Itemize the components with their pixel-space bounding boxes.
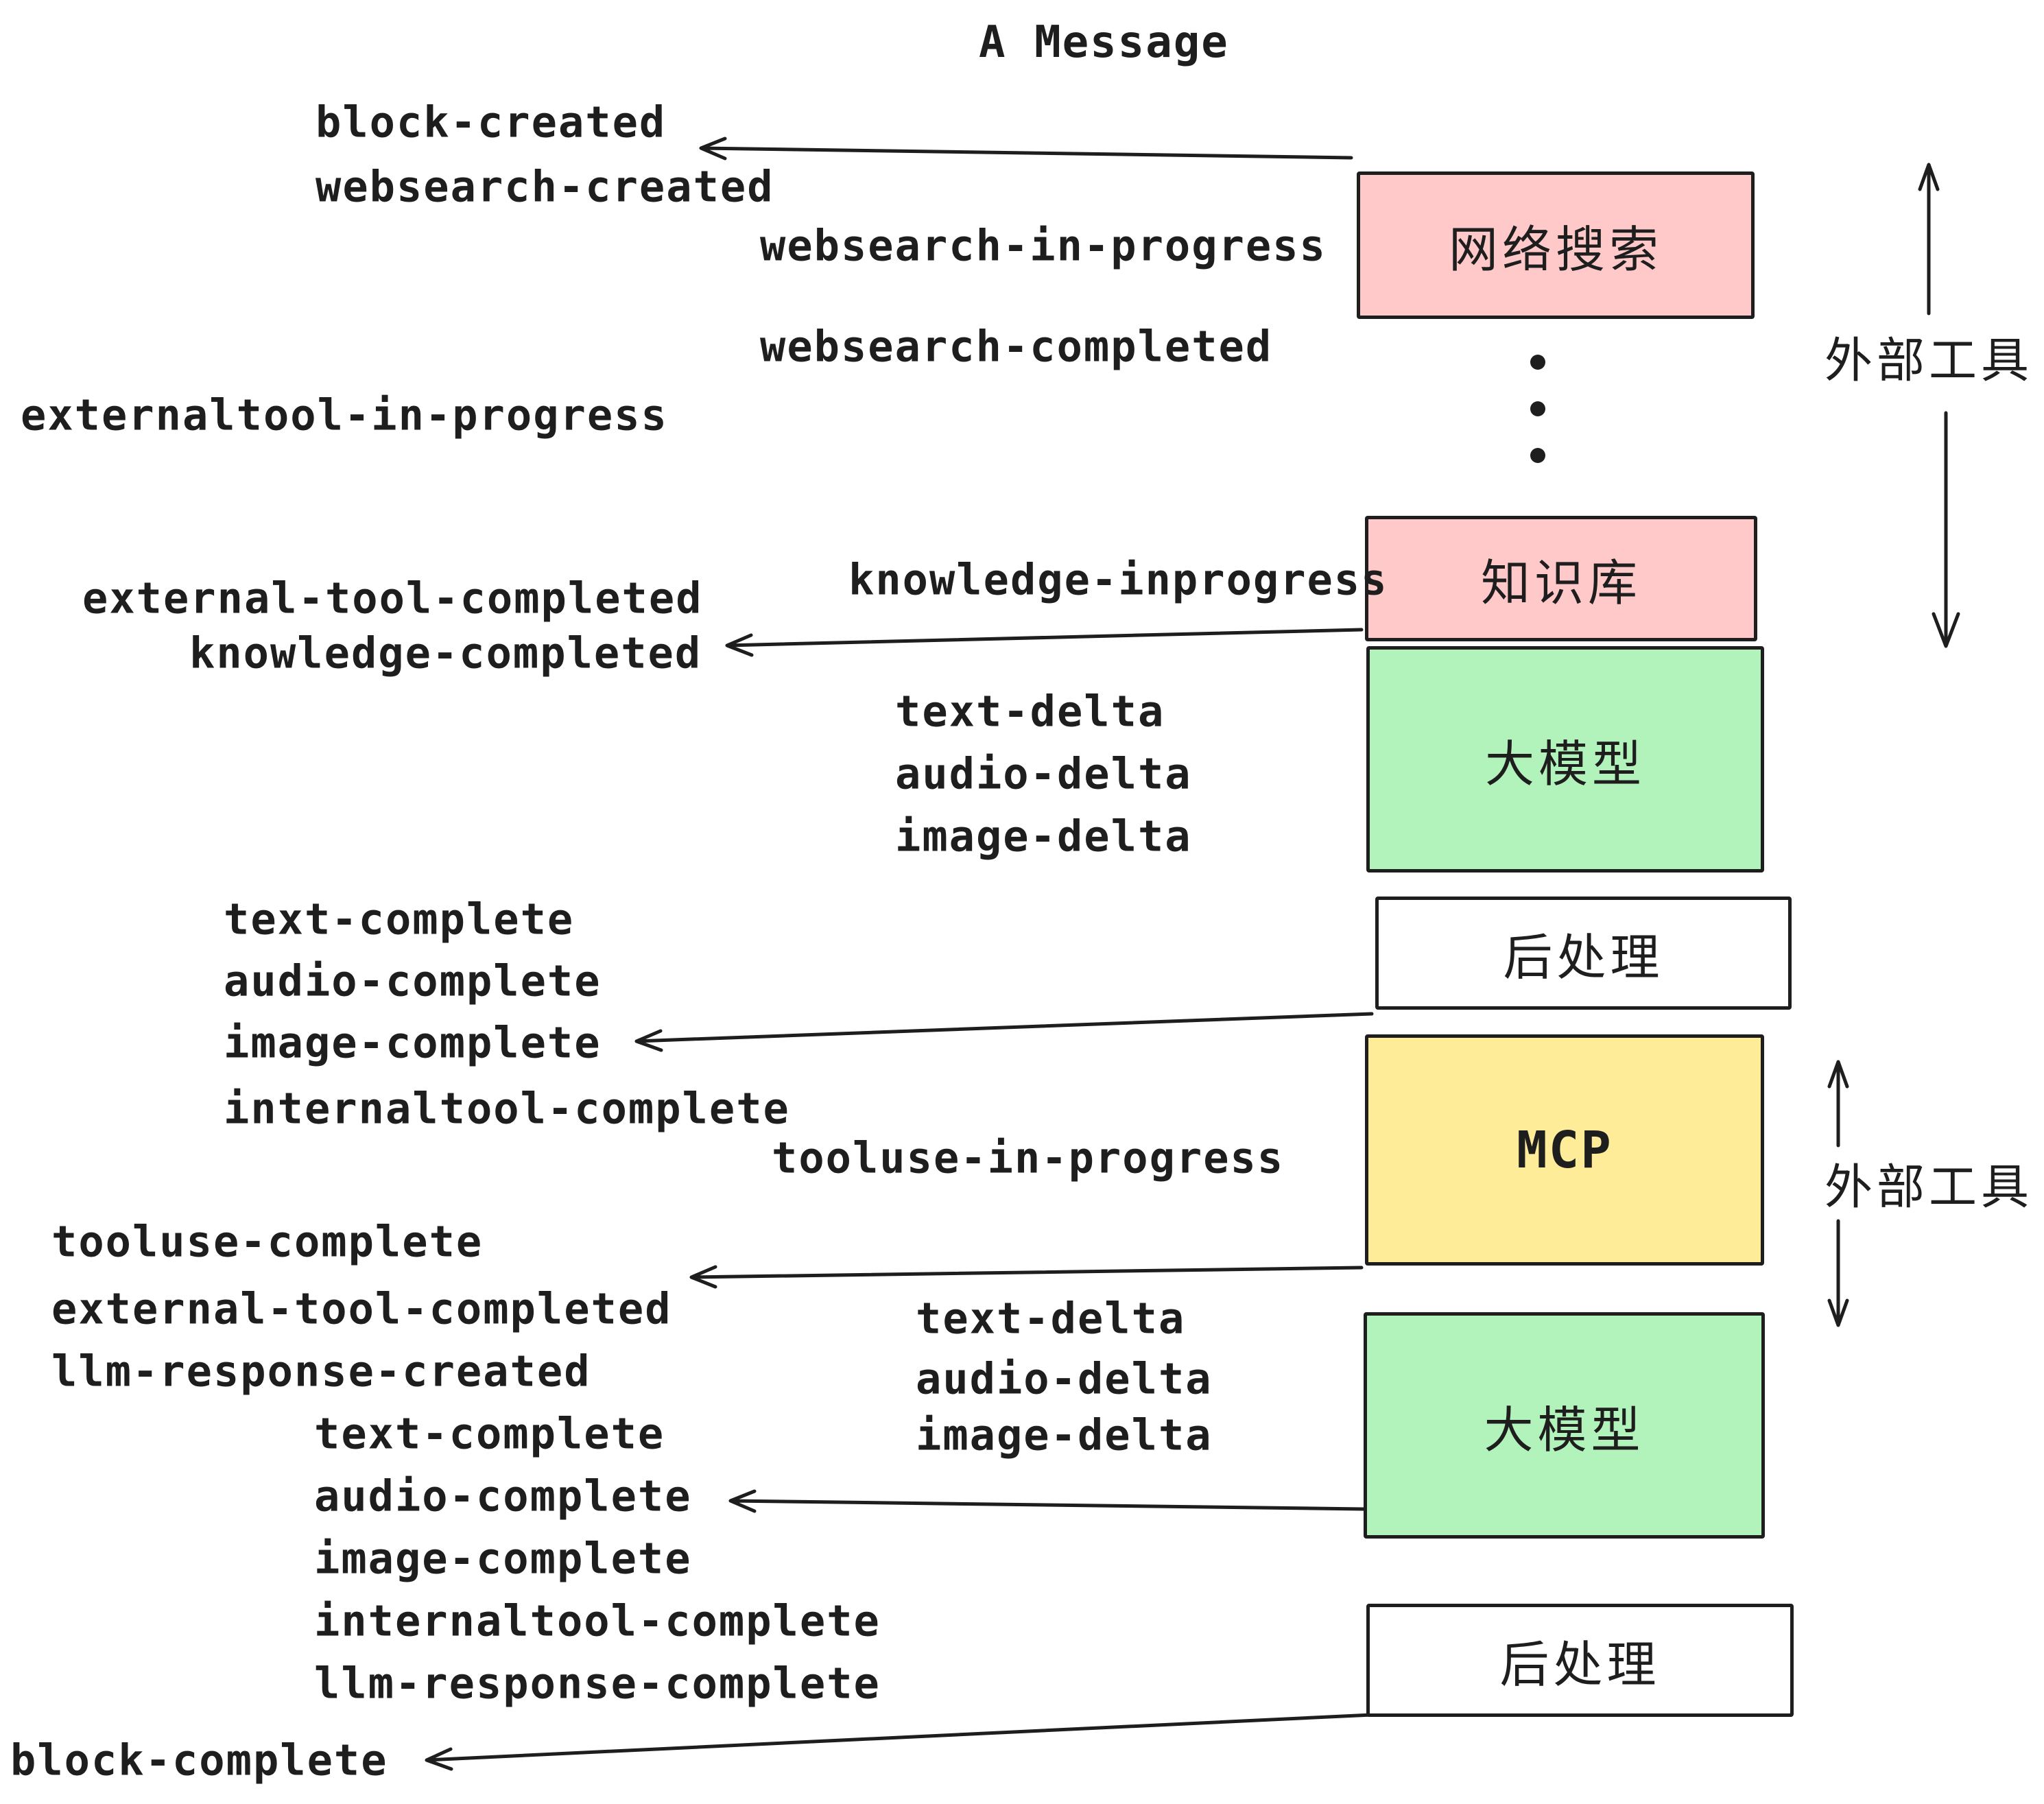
event-audio-complete-2: audio-complete [314, 1471, 692, 1521]
arrow-block-created [699, 137, 1353, 161]
event-text-delta-1: text-delta [895, 686, 1165, 737]
event-external-tool-completed-1: external-tool-completed [82, 573, 703, 624]
arrow-image-complete [634, 1012, 1374, 1052]
box-llm-2-label: 大模型 [1484, 1401, 1645, 1459]
event-audio-complete-1: audio-complete [224, 956, 602, 1006]
box-knowledge-label: 知识库 [1480, 554, 1641, 612]
arrow-external-tools-down-2 [1827, 1219, 1849, 1327]
event-external-tool-completed-2: external-tool-completed [51, 1283, 672, 1334]
event-image-delta-1: image-delta [895, 811, 1192, 862]
event-text-delta-2: text-delta [916, 1293, 1186, 1344]
box-postprocess-2: 后处理 [1366, 1604, 1794, 1717]
event-knowledge-completed: knowledge-completed [189, 628, 702, 678]
external-tools-annotation-2: 外部工具 [1825, 1159, 2033, 1215]
box-llm-2: 大模型 [1364, 1312, 1765, 1539]
event-audio-delta-1: audio-delta [895, 748, 1192, 799]
arrow-audio-complete [728, 1489, 1366, 1513]
event-tooluse-in-progress: tooluse-in-progress [772, 1132, 1285, 1183]
box-postprocess-2-label: 后处理 [1499, 1636, 1661, 1694]
diagram-title: A Message [979, 17, 1229, 68]
arrow-external-tools-up-1 [1918, 163, 1940, 316]
event-image-complete-1: image-complete [224, 1017, 602, 1068]
box-websearch-label: 网络搜索 [1448, 221, 1663, 278]
event-websearch-in-progress: websearch-in-progress [760, 220, 1327, 271]
event-text-complete-2: text-complete [314, 1408, 665, 1459]
box-postprocess-1: 后处理 [1375, 897, 1792, 1010]
external-tools-annotation-1: 外部工具 [1825, 332, 2033, 389]
box-websearch: 网络搜索 [1357, 171, 1755, 319]
arrow-external-tools-up-2 [1827, 1060, 1849, 1148]
box-mcp-label: MCP [1517, 1120, 1613, 1180]
arrow-external-tools-down-1 [1932, 411, 1960, 648]
box-knowledge: 知识库 [1365, 516, 1757, 641]
event-block-complete: block-complete [10, 1735, 388, 1785]
event-block-created: block-created [316, 97, 667, 147]
event-internaltool-complete-1: internaltool-complete [224, 1083, 790, 1134]
arrow-tooluse-complete [689, 1265, 1364, 1289]
box-mcp: MCP [1365, 1034, 1764, 1266]
box-llm-1-label: 大模型 [1484, 735, 1645, 793]
event-externaltool-in-progress: externaltool-in-progress [21, 390, 668, 440]
event-tooluse-complete: tooluse-complete [51, 1216, 484, 1267]
event-websearch-created: websearch-created [316, 161, 774, 212]
arrow-block-complete [425, 1713, 1374, 1771]
event-llm-response-complete: llm-response-complete [314, 1658, 881, 1709]
arrow-knowledge-completed [725, 628, 1364, 657]
box-postprocess-1-label: 后处理 [1503, 929, 1664, 986]
event-websearch-completed: websearch-completed [760, 321, 1273, 372]
event-internaltool-complete-2: internaltool-complete [314, 1595, 881, 1646]
box-llm-1: 大模型 [1366, 646, 1764, 873]
event-audio-delta-2: audio-delta [916, 1353, 1213, 1404]
event-knowledge-inprogress: knowledge-inprogress [848, 554, 1388, 605]
event-text-complete-1: text-complete [224, 894, 575, 945]
ellipsis-dots [1530, 355, 1545, 463]
event-llm-response-created: llm-response-created [51, 1346, 591, 1397]
event-image-complete-2: image-complete [314, 1533, 692, 1584]
event-image-delta-2: image-delta [916, 1410, 1213, 1460]
